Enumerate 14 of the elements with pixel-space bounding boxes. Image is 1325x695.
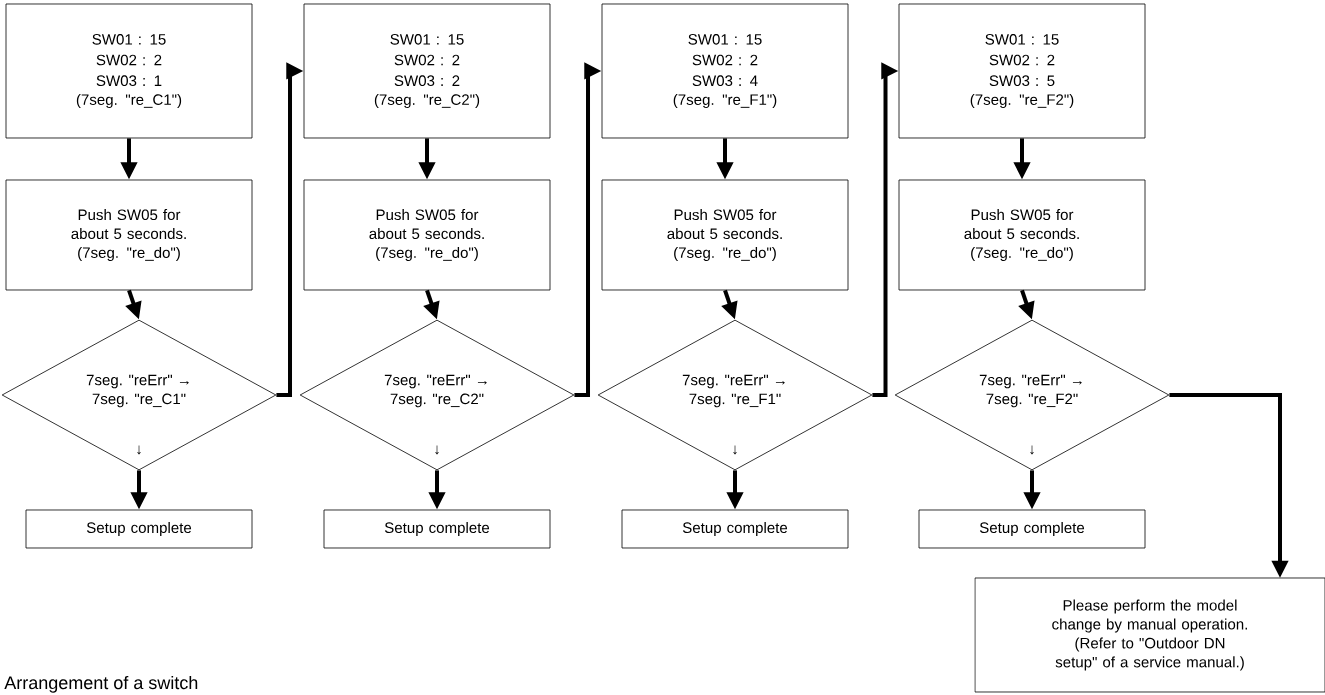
end-box: Setup complete [323, 509, 551, 549]
end-box: Setup complete [918, 509, 1146, 549]
process-box: Push SW05 for about 5 seconds. (7seg. "re_do") [303, 179, 551, 291]
settings-box: SW01 : 15 SW02 : 2 SW03 : 2 (7seg. "re_C2") [303, 3, 551, 139]
settings-box: SW01 : 15 SW02 : 2 SW03 : 5 (7seg. "re_F2") [898, 3, 1146, 139]
process-box: Push SW05 for about 5 seconds. (7seg. "re_do") [898, 179, 1146, 291]
end-box: Setup complete [25, 509, 253, 549]
process-box: Push SW05 for about 5 seconds. (7seg. "re_do") [601, 179, 849, 291]
message-box: Please perform the model change by manual operation. (Refer to "Outdoor DN setup" of a service manual.) [974, 577, 1325, 693]
process-box: Push SW05 for about 5 seconds. (7seg. "re_do") [5, 179, 253, 291]
settings-box: SW01 : 15 SW02 : 2 SW03 : 1 (7seg. "re_C1") [5, 3, 253, 139]
section-heading: Arrangement of a switch [4, 675, 198, 693]
end-box: Setup complete [621, 509, 849, 549]
settings-box: SW01 : 15 SW02 : 2 SW03 : 4 (7seg. "re_F1") [601, 3, 849, 139]
